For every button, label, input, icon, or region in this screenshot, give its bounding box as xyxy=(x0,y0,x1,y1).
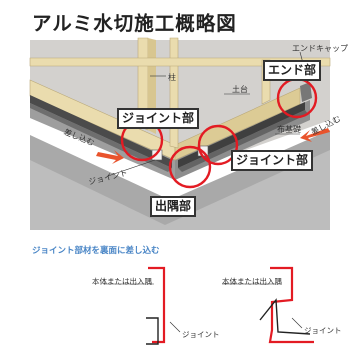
insert-arrow-left xyxy=(96,150,124,164)
top-beam xyxy=(29,57,331,67)
sill-label: 土台 xyxy=(232,85,248,94)
corner-post xyxy=(169,37,179,149)
flashing-left-lip xyxy=(30,103,172,172)
detail-right-joint xyxy=(259,298,311,335)
end-cap-label: エンドキャップ xyxy=(292,44,348,53)
detail-left-body-label: 本体または出入隅 xyxy=(92,277,152,286)
joint-piece-left xyxy=(151,149,163,161)
insert-arrow-right xyxy=(300,128,330,142)
detail-right-leader-joint xyxy=(291,317,303,329)
pillar-label: 柱 xyxy=(168,73,176,82)
detail-right-body-label: 本体または出入隅 xyxy=(222,277,282,286)
detail-right-joint-label: ジョイント xyxy=(304,326,342,335)
flashing-left xyxy=(30,95,172,168)
ground-light xyxy=(30,150,330,230)
end-cap-piece xyxy=(300,82,312,102)
detail-right-body xyxy=(268,266,314,344)
end-part-callout: エンド部 xyxy=(263,60,322,81)
foundation-label: 布基礎 xyxy=(277,125,301,134)
detail-subtitle: ジョイント部材を裏面に差し込む xyxy=(32,246,160,256)
right-joint-highlight-circle xyxy=(197,124,239,166)
flashing-right xyxy=(178,102,305,168)
flashing-right-lip xyxy=(178,110,308,172)
corner-highlight-circle xyxy=(168,145,212,189)
detail-left-joint xyxy=(146,317,159,345)
corner-part-callout: 出隅部 xyxy=(150,196,197,217)
joint-leader xyxy=(107,159,156,177)
page-title: アルミ水切施工概略図 xyxy=(32,12,237,35)
joint-part-callout-left: ジョイント部 xyxy=(117,108,200,129)
detail-left-leader-joint xyxy=(169,321,181,333)
detail-left-joint-label: ジョイント xyxy=(182,330,220,339)
joint-part-callout-right: ジョイント部 xyxy=(231,150,314,171)
